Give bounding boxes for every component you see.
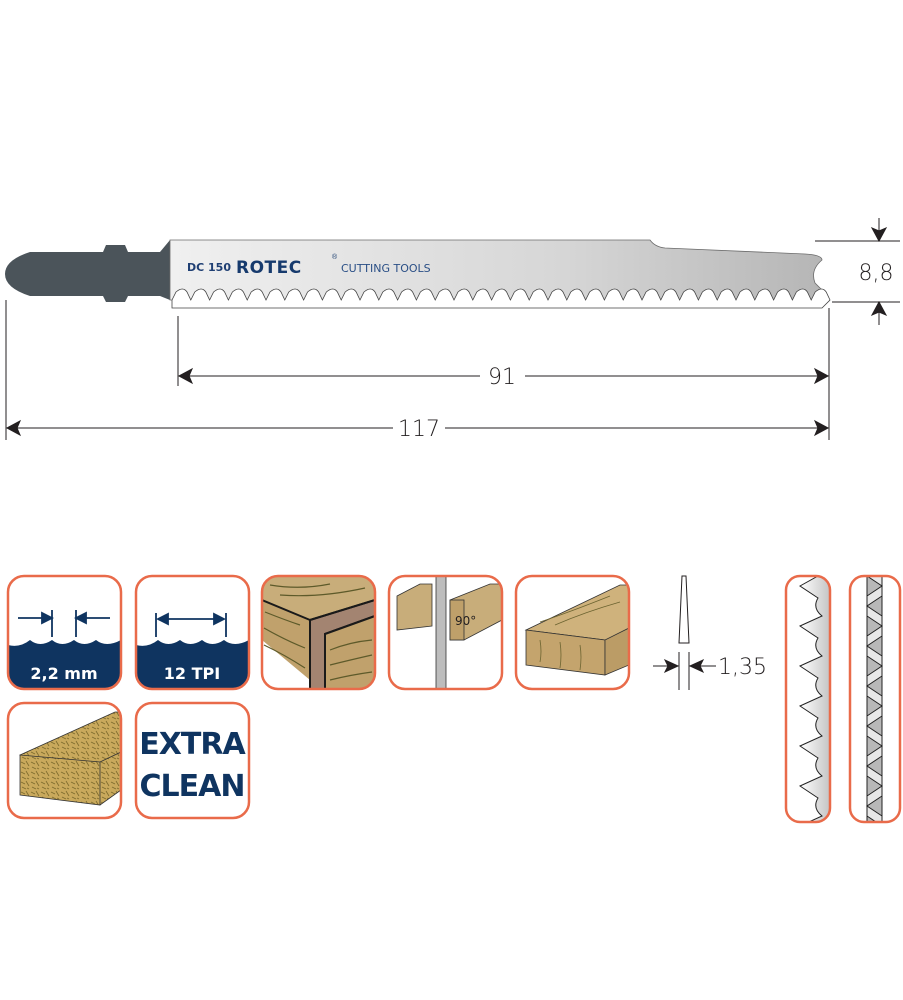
tpi-icon: 12 TPI bbox=[134, 574, 251, 691]
blade-body bbox=[169, 239, 829, 301]
cutting-length-label: 91 bbox=[488, 365, 516, 390]
set-tooth bbox=[866, 715, 883, 737]
jigsaw-blade: DC 150 ROTEC ® CUTTING TOOLS bbox=[5, 239, 831, 309]
tpi-label: 12 TPI bbox=[164, 664, 220, 683]
blade-height-label: 8,8 bbox=[859, 261, 894, 286]
tooth-pitch-icon: 2,2 mm bbox=[6, 574, 123, 691]
chipboard-icon bbox=[6, 701, 123, 820]
dimension-lines bbox=[5, 218, 900, 440]
set-tooth bbox=[866, 755, 883, 777]
arrow-left-icon bbox=[688, 658, 705, 674]
set-tooth bbox=[866, 635, 883, 657]
arrow-right-icon bbox=[813, 367, 830, 385]
set-tooth bbox=[866, 615, 883, 637]
set-tooth bbox=[866, 795, 883, 817]
extra-clean-line1: EXTRA bbox=[139, 727, 246, 762]
blade-teeth bbox=[171, 288, 831, 309]
arrow-right-icon bbox=[813, 419, 830, 437]
brand-tagline: CUTTING TOOLS bbox=[341, 262, 431, 275]
set-tooth bbox=[866, 775, 883, 797]
arrow-left-icon bbox=[177, 367, 194, 385]
thickness-diagram bbox=[653, 575, 716, 690]
extra-clean-line2: CLEAN bbox=[140, 769, 245, 804]
tooth-pitch-label: 2,2 mm bbox=[30, 664, 97, 683]
angle-label: 90° bbox=[455, 614, 476, 628]
brand-logo: ROTEC bbox=[236, 258, 302, 278]
total-length-label: 117 bbox=[398, 417, 440, 442]
arrow-right-icon bbox=[663, 658, 680, 674]
set-tooth bbox=[866, 576, 883, 597]
arrow-down-icon bbox=[870, 226, 888, 243]
tooth-row bbox=[171, 288, 831, 309]
tooth-profile-icon bbox=[784, 574, 832, 824]
blade-model-label: DC 150 bbox=[187, 261, 231, 274]
set-tooth bbox=[866, 675, 883, 697]
extra-clean-icon: EXTRA CLEAN bbox=[134, 701, 251, 820]
set-tooth bbox=[866, 595, 883, 617]
thickness-label: 1,35 bbox=[718, 655, 767, 680]
set-tooth bbox=[866, 695, 883, 717]
arrow-left-icon bbox=[5, 419, 22, 437]
set-tooth bbox=[866, 735, 883, 757]
registered-mark: ® bbox=[332, 253, 338, 261]
tooth-set-icon bbox=[848, 574, 902, 824]
wood-plank-icon bbox=[514, 574, 631, 691]
set-tooth bbox=[866, 655, 883, 677]
arrow-up-icon bbox=[870, 300, 888, 317]
angle-cut-icon: 90° bbox=[387, 574, 504, 691]
wood-joint-icon bbox=[260, 574, 377, 691]
blade-shank bbox=[5, 240, 170, 302]
